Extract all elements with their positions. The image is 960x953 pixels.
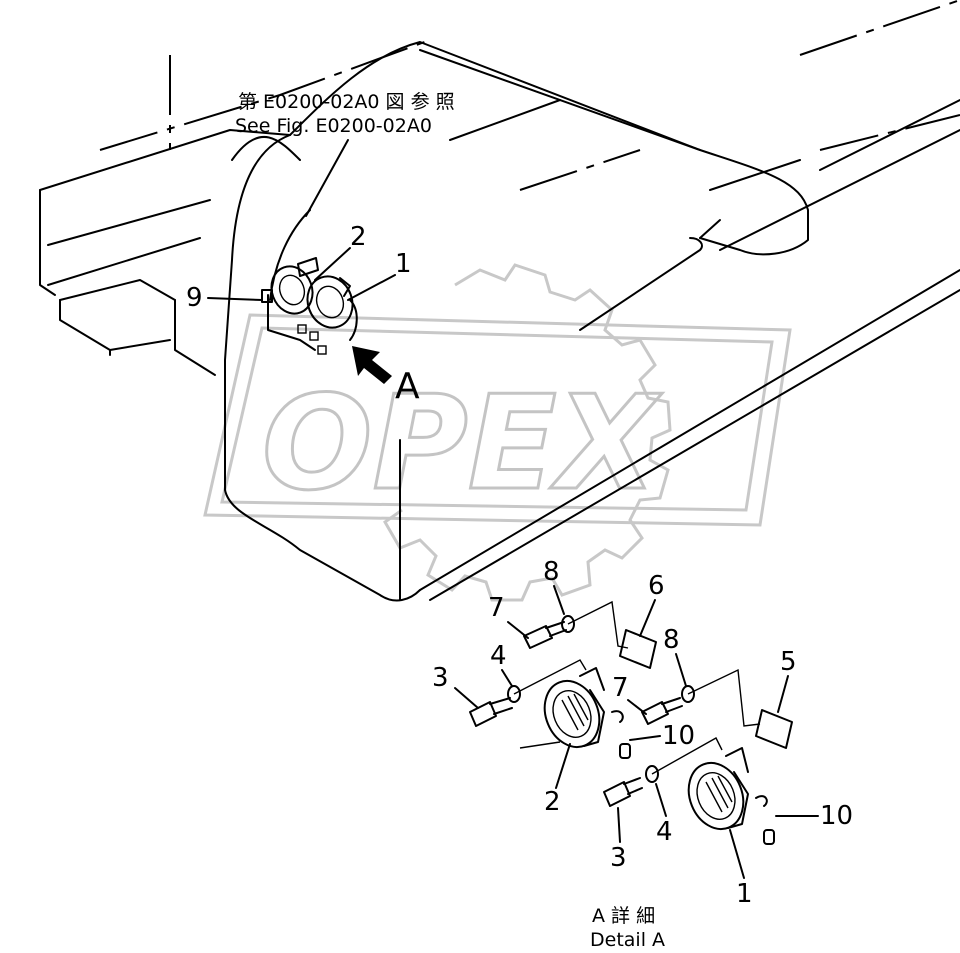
callout-9-overview: 9 [186,283,203,313]
detail-caption-jp: A 詳 細 [592,905,655,927]
overview-callouts: 2 1 9 [186,222,412,313]
cap-10-lower [763,829,775,845]
washer-8-lower [681,685,695,703]
callout-8-lower: 8 [663,625,680,655]
callout-6: 6 [648,571,665,601]
callout-7-upper: 7 [488,593,505,623]
horn-2 [543,667,624,748]
arrow-icon [352,346,392,384]
callout-10-lower: 10 [820,801,853,831]
callout-7-lower: 7 [612,673,629,703]
opex-watermark: OPEX [203,263,792,602]
callout-4-upper: 4 [490,641,507,671]
bolt-7-upper [523,621,567,649]
reference-en: See Fig. E0200-02A0 [235,115,432,137]
callout-2-overview: 2 [350,222,367,252]
detail-callouts: 8 7 6 4 3 8 7 5 10 2 4 3 10 1 [432,557,853,909]
washer-8-upper [561,615,575,633]
machine-body [39,0,960,602]
watermark-gear-icon [383,263,672,602]
figure-reference: 第 E0200-02A0 図 参 照 See Fig. E0200-02A0 [235,91,455,217]
callout-3-left: 3 [432,663,449,693]
bolt-3-left [469,697,513,727]
callout-8-upper: 8 [543,557,560,587]
reference-jp: 第 E0200-02A0 図 参 照 [238,91,455,113]
detail-a [469,600,793,845]
washer-4-lower [645,765,659,783]
callout-10-upper: 10 [662,721,695,751]
callout-3-lower: 3 [610,843,627,873]
callout-2-detail: 2 [544,787,561,817]
bolt-3-lower [603,777,643,807]
bracket-5 [755,709,793,749]
horn-assembly-overview [261,209,358,355]
callout-4-lower: 4 [656,817,673,847]
horn-1 [687,747,768,830]
watermark-frame [203,313,792,527]
callout-5: 5 [780,647,797,677]
bolt-7-lower [641,697,683,725]
callout-1-detail: 1 [736,879,753,909]
washer-4-upper [507,685,521,703]
bracket-6 [619,629,657,669]
watermark-text: OPEX [262,367,663,519]
detail-caption: A 詳 細 Detail A [590,905,665,951]
cap-10-upper [619,743,631,759]
detail-caption-en: Detail A [590,929,665,951]
view-arrow: A [352,346,420,407]
view-marker-label: A [395,366,420,407]
callout-1-overview: 1 [395,249,412,279]
